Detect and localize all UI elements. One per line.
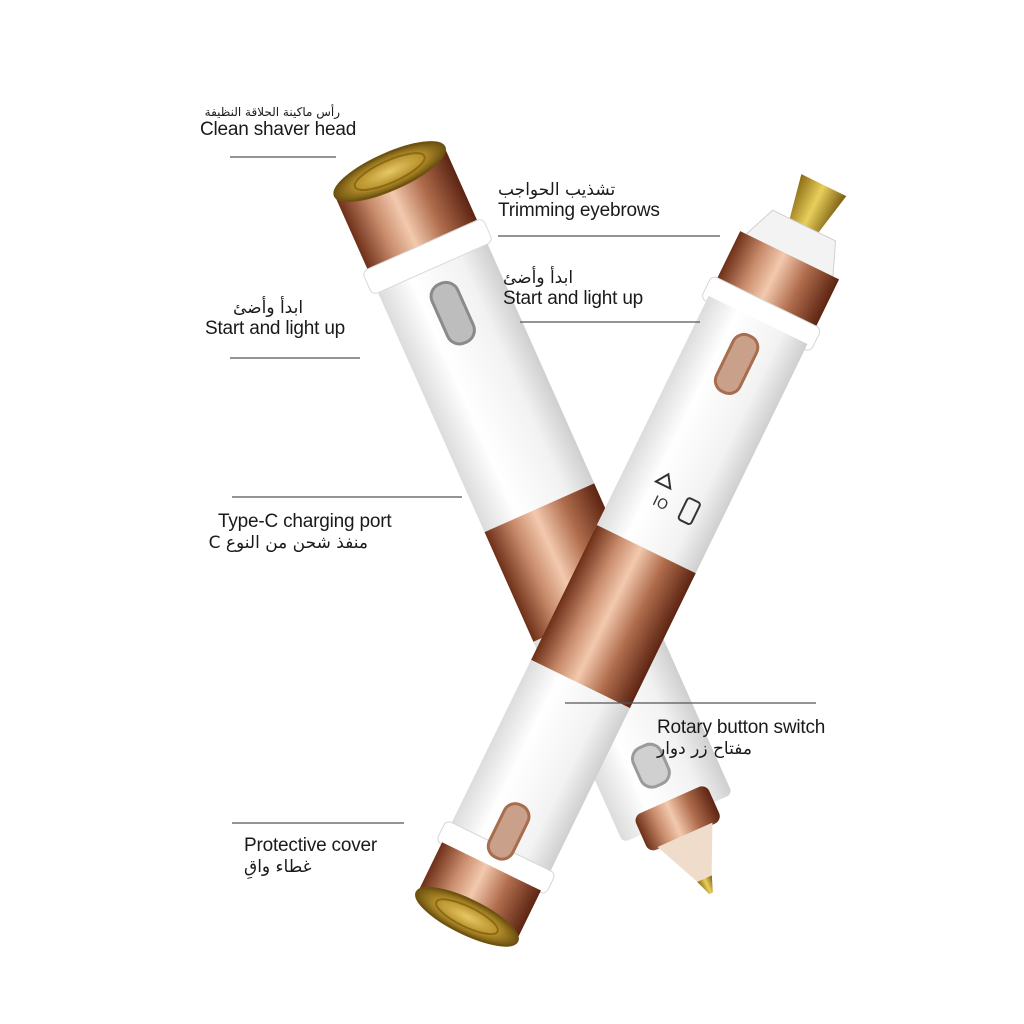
- front-device-rose-band: [531, 525, 696, 709]
- back-device-tip-collar: [635, 786, 720, 851]
- clean-shaver-head-en: Clean shaver head: [200, 119, 357, 140]
- led-window-icon: [713, 332, 760, 395]
- clean-shaver-head-ar: رأس ماكينة الحلاقة النظيفة: [204, 105, 340, 119]
- label-trimming-eyebrows: تشذيب الحواجب Trimming eyebrows: [498, 180, 660, 222]
- round-shaver-head-icon: [333, 141, 446, 202]
- label-start-light-right: ابدأ وأضئ Start and light up: [503, 268, 643, 310]
- trimming-eyebrows-ar: تشذيب الحواجب: [498, 180, 616, 200]
- back-device-tip: [657, 822, 713, 885]
- front-device-lower-body: [447, 659, 630, 879]
- start-light-right-en: Start and light up: [503, 288, 644, 309]
- rotary-dial-icon: [677, 497, 701, 525]
- label-clean-shaver-head: رأس ماكينة الحلاقة النظيفة Clean shaver …: [200, 105, 356, 141]
- start-light-left-en: Start and light up: [205, 318, 346, 339]
- lock-icon: [653, 472, 672, 491]
- leader-lines: [230, 156, 816, 824]
- start-light-left-ar: ابدأ وأضئ: [233, 298, 304, 318]
- back-device-ring: [363, 219, 492, 294]
- round-shaver-head-icon: [415, 886, 519, 947]
- label-protective-cover: Protective cover غطاء واقِ: [244, 835, 377, 877]
- start-light-right-ar: ابدأ وأضئ: [503, 268, 574, 288]
- label-rotary-switch: Rotary button switch مفتاح زر دوار: [657, 717, 825, 759]
- eyebrow-trimmer-tip-icon: [788, 174, 847, 237]
- label-type-c-port: Type-C charging port منفذ شحن من النوع C: [208, 511, 392, 553]
- front-device-top-collar: [713, 231, 840, 334]
- front-device-upper-body: [594, 295, 808, 578]
- label-start-light-left: ابدأ وأضئ Start and light up: [205, 298, 345, 340]
- trimming-eyebrows-en: Trimming eyebrows: [498, 200, 660, 221]
- eyebrow-trimmer-tip-icon: [697, 875, 713, 895]
- protective-cover-en: Protective cover: [244, 835, 378, 856]
- front-device: IO: [415, 174, 847, 947]
- led-window-icon: [429, 280, 476, 346]
- rotary-switch-en: Rotary button switch: [657, 717, 826, 738]
- rotary-switch-ar: مفتاح زر دوار: [657, 739, 752, 759]
- type-c-port-en: Type-C charging port: [218, 511, 392, 532]
- type-c-port-ar: منفذ شحن من النوع C: [208, 533, 368, 553]
- back-device: [333, 141, 731, 895]
- protective-cover-ar: غطاء واقِ: [244, 857, 312, 877]
- svg-text:IO: IO: [650, 493, 671, 514]
